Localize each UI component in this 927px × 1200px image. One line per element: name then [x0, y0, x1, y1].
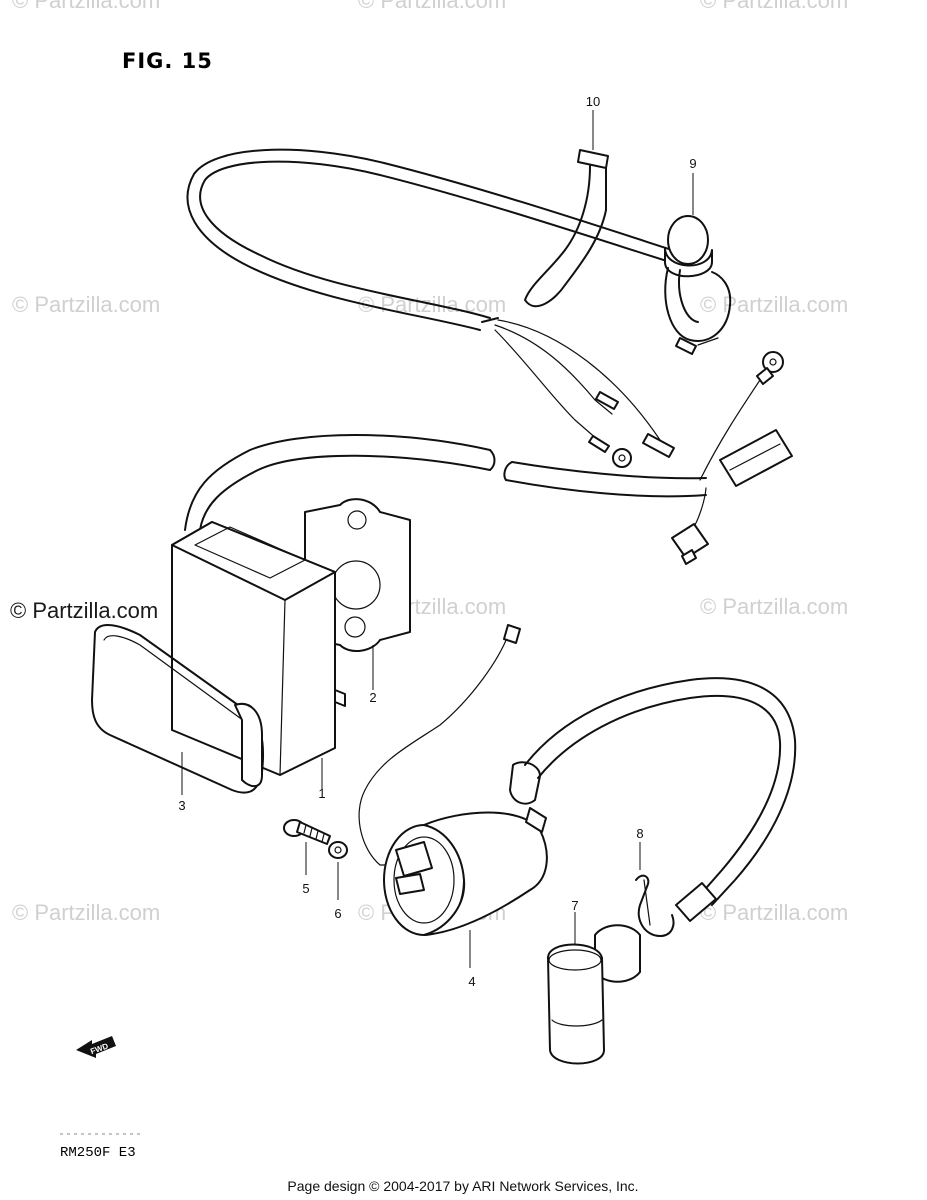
part-9-switch	[664, 173, 732, 355]
callout-5: 5	[302, 881, 309, 896]
watermark: © Partzilla.com	[358, 0, 506, 13]
part-5-screw	[283, 819, 331, 875]
part-4-ignition-coil	[358, 624, 797, 968]
watermark: © Partzilla.com	[700, 594, 848, 619]
callout-6: 6	[334, 906, 341, 921]
callout-4: 4	[468, 974, 475, 989]
watermark: © Partzilla.com	[10, 598, 158, 623]
wiring-harness	[184, 148, 793, 565]
footer-copyright: Page design © 2004-2017 by ARI Network S…	[287, 1178, 638, 1194]
watermark: © Partzilla.com	[12, 0, 160, 13]
callout-9: 9	[689, 156, 696, 171]
part-8-clamp	[635, 842, 675, 937]
part-1-cdi-unit	[171, 521, 346, 790]
callout-2: 2	[369, 690, 376, 705]
callout-10: 10	[586, 94, 600, 109]
fwd-label: FWD	[89, 1041, 109, 1056]
callout-3: 3	[178, 798, 185, 813]
model-code: RM250F E3	[60, 1145, 136, 1161]
part-3-holder	[91, 624, 265, 795]
watermark: © Partzilla.com	[700, 900, 848, 925]
watermark: © Partzilla.com	[12, 900, 160, 925]
callout-7: 7	[571, 898, 578, 913]
figure-title: FIG. 15	[122, 49, 213, 73]
part-6-washer	[328, 841, 348, 900]
forward-arrow-icon: FWD	[76, 1036, 116, 1058]
part-7-plug-cap	[547, 912, 641, 1065]
callout-1: 1	[318, 786, 325, 801]
callout-8: 8	[636, 826, 643, 841]
watermark: © Partzilla.com	[700, 0, 848, 13]
part-10-band	[524, 110, 609, 308]
watermark: © Partzilla.com	[700, 292, 848, 317]
watermark: © Partzilla.com	[12, 292, 160, 317]
